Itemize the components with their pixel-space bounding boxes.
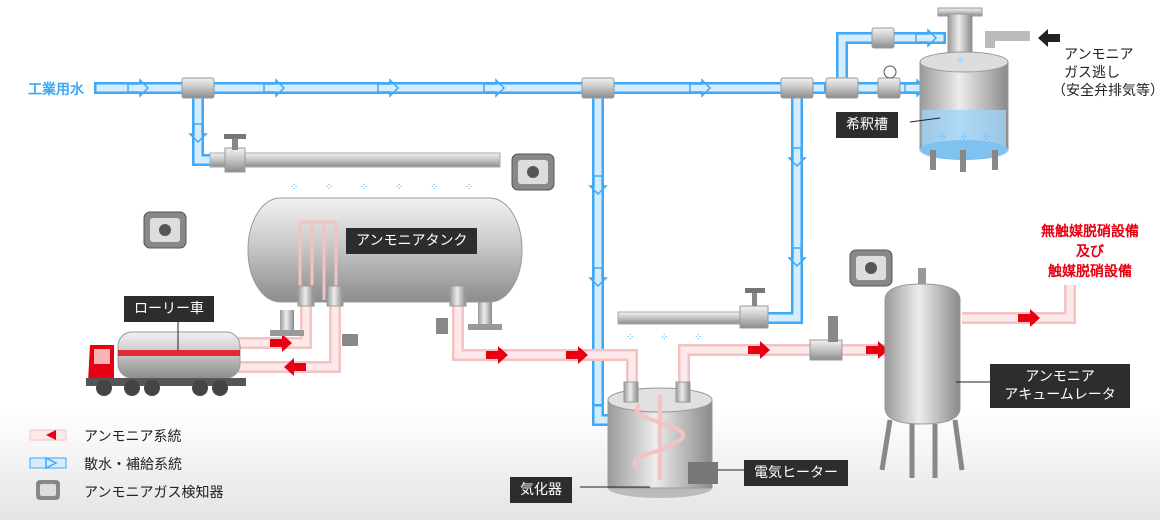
svg-text:⁘: ⁘ — [960, 132, 968, 143]
denitration-label: 無触媒脱硝設備 及び 触媒脱硝設備 — [1026, 222, 1154, 282]
legend-water-line: 散水・補給系統 — [84, 457, 182, 473]
lorry-label: ローリー車 — [124, 296, 214, 322]
pipe-fittings — [181, 27, 901, 99]
floor-shading — [0, 410, 1160, 520]
svg-text:⁘: ⁘ — [395, 182, 403, 193]
gas-detector-icon — [511, 153, 555, 191]
vent-label-line-3: （安全弁排気等） — [1052, 83, 1160, 99]
svg-text:⁘: ⁘ — [660, 332, 668, 343]
ammonia-tank — [247, 197, 523, 346]
denitration-line-2: 及び — [1076, 244, 1104, 260]
gas-detector-icon — [849, 249, 893, 287]
dilution-tank-vessel: ⁘ ⁘ ⁘ ⁘ — [883, 7, 1030, 172]
leader-lines — [580, 117, 990, 488]
legend-symbols — [29, 429, 67, 500]
svg-text:⁘: ⁘ — [626, 332, 634, 343]
svg-text:⁘: ⁘ — [938, 132, 946, 143]
vent-arrow-icon — [1038, 29, 1060, 47]
ammonia-vent-label: アンモニア ガス逃し （安全弁排気等） — [1052, 46, 1160, 100]
svg-text:⁘: ⁘ — [360, 182, 368, 193]
legend-gas-detector: アンモニアガス検知器 — [84, 485, 224, 501]
heater-label: 電気ヒーター — [744, 460, 848, 486]
svg-text:⁘: ⁘ — [956, 56, 964, 67]
legend-ammonia-line: アンモニア系統 — [84, 429, 182, 445]
gas-detector-icon — [143, 211, 187, 249]
lorry-truck — [86, 312, 246, 396]
water-flow-arrows — [127, 28, 938, 288]
tank-spray-header: ⁘ ⁘ ⁘ ⁘ ⁘ ⁘ — [209, 147, 501, 193]
valve-icon — [224, 134, 246, 150]
svg-text:⁘: ⁘ — [982, 132, 990, 143]
ammonia-flow-arrows — [270, 309, 1040, 376]
svg-text:⁘: ⁘ — [290, 182, 298, 193]
dilution-tank-label: 希釈槽 — [836, 112, 898, 138]
svg-text:⁘: ⁘ — [430, 182, 438, 193]
svg-text:⁘: ⁘ — [465, 182, 473, 193]
vent-label-line-1: アンモニア — [1064, 47, 1134, 63]
industrial-water-label: 工業用水 — [28, 82, 84, 98]
accumulator-label: アンモニア アキュームレータ — [990, 364, 1130, 408]
vaporizer-label: 気化器 — [510, 477, 572, 503]
denitration-line-3: 触媒脱硝設備 — [1048, 264, 1132, 280]
vent-label-line-2: ガス逃し — [1064, 65, 1120, 81]
svg-text:⁘: ⁘ — [325, 182, 333, 193]
vaporizer-vessel — [607, 381, 718, 498]
ammonia-tank-label: アンモニアタンク — [346, 228, 478, 254]
svg-text:⁘: ⁘ — [694, 332, 702, 343]
accumulator-vessel — [809, 268, 965, 478]
accumulator-spray-header: ⁘ ⁘ ⁘ — [617, 288, 769, 343]
denitration-line-1: 無触媒脱硝設備 — [1041, 224, 1139, 240]
